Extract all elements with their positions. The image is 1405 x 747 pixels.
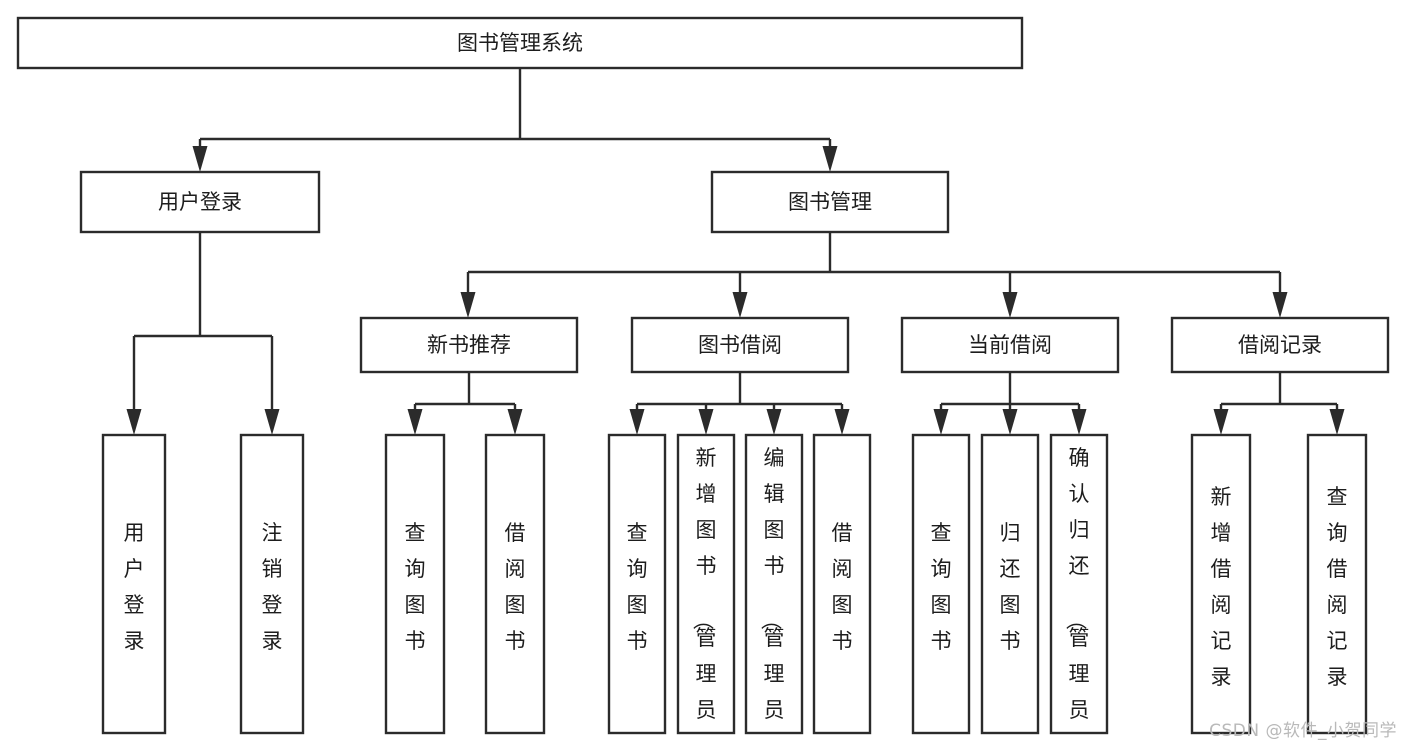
node-label: 查询图书 [405,521,426,653]
node-leaf-rec-add[interactable]: 新增借阅记录 [1190,433,1252,735]
node-label: 确认归还（管理员） [1064,446,1090,747]
user-login-bus [134,232,272,338]
node-leaf-user-login[interactable]: 用户登录 [101,433,167,735]
node-leaf-cur-return[interactable]: 归还图书 [980,433,1040,735]
book-manage-bus [468,232,1280,274]
node-leaf-borrow-add[interactable]: 新增图书（管理员） [676,433,736,747]
book-borrow-bus [637,372,842,406]
borrow-record-bus [1221,372,1337,406]
arrow-to-borrow-record [1272,272,1288,318]
arrow-to-leaf-cur-query [933,404,949,435]
node-leaf-cur-query[interactable]: 查询图书 [911,433,971,735]
node-current-borrow[interactable]: 当前借阅 [900,316,1120,374]
node-new-book-rec[interactable]: 新书推荐 [359,316,579,374]
arrow-to-user-login [192,139,208,172]
node-label: 借阅图书 [505,521,526,653]
node-borrow-record[interactable]: 借阅记录 [1170,316,1390,374]
arrow-to-leaf-user-logout [264,336,280,435]
node-label: 图书管理 [788,190,872,214]
node-label: 借阅记录 [1238,333,1322,357]
arrow-to-leaf-borrow-query [629,404,645,435]
node-label: 新书推荐 [427,333,511,357]
node-book-borrow[interactable]: 图书借阅 [630,316,850,374]
node-label: 查询图书 [931,521,952,653]
node-leaf-cur-confirm[interactable]: 确认归还（管理员） [1049,433,1109,747]
arrow-to-book-borrow [732,272,748,318]
node-label: 用户登录 [124,521,145,653]
node-leaf-rec-query[interactable]: 查询图书 [384,433,446,735]
node-leaf-borrow-query[interactable]: 查询图书 [607,433,667,735]
node-label: 用户登录 [158,190,242,214]
node-label: 新增图书（管理员） [691,446,717,747]
node-book-manage[interactable]: 图书管理 [710,170,950,234]
arrow-to-leaf-borrow-add [698,404,714,435]
node-leaf-user-logout[interactable]: 注销登录 [239,433,305,735]
node-leaf-borrow-do[interactable]: 借阅图书 [812,433,872,735]
node-label: 编辑图书（管理员） [759,446,785,747]
node-label: 查询借阅记录 [1327,485,1348,689]
arrow-to-leaf-rec-query [407,404,423,435]
arrow-to-leaf-user-login [126,336,142,435]
current-borrow-bus [941,372,1079,406]
arrow-to-book-manage [822,139,838,172]
node-root[interactable]: 图书管理系统 [16,16,1024,70]
node-label: 新增借阅记录 [1211,485,1232,689]
node-label: 图书借阅 [698,333,782,357]
node-layer: 图书管理系统用户登录图书管理新书推荐图书借阅当前借阅借阅记录用户登录注销登录查询… [16,16,1390,747]
node-label: 查询图书 [627,521,648,653]
new-book-bus [415,372,515,406]
arrow-to-leaf-borrow-edit [766,404,782,435]
root-bus [200,68,830,141]
arrow-to-leaf-rec-add [1213,404,1229,435]
node-leaf-rec-query2[interactable]: 查询借阅记录 [1306,433,1368,735]
arrow-to-leaf-rec-query2 [1329,404,1345,435]
arrow-to-leaf-cur-confirm [1071,404,1087,435]
node-leaf-rec-borrow[interactable]: 借阅图书 [484,433,546,735]
arrow-to-leaf-borrow-do [834,404,850,435]
node-label: 归还图书 [1000,521,1021,653]
node-user-login[interactable]: 用户登录 [79,170,321,234]
node-label: 当前借阅 [968,333,1052,357]
arrow-to-new-book-rec [460,272,476,318]
node-label: 借阅图书 [832,521,853,653]
watermark-label: CSDN @软件_小贺同学 [1209,721,1397,741]
node-label: 注销登录 [262,521,283,653]
node-label: 图书管理系统 [457,31,583,55]
node-leaf-borrow-edit[interactable]: 编辑图书（管理员） [744,433,804,747]
arrow-to-current-borrow [1002,272,1018,318]
arrow-to-leaf-rec-borrow [507,404,523,435]
arrow-to-leaf-cur-return [1002,404,1018,435]
connector-layer [126,68,1345,435]
